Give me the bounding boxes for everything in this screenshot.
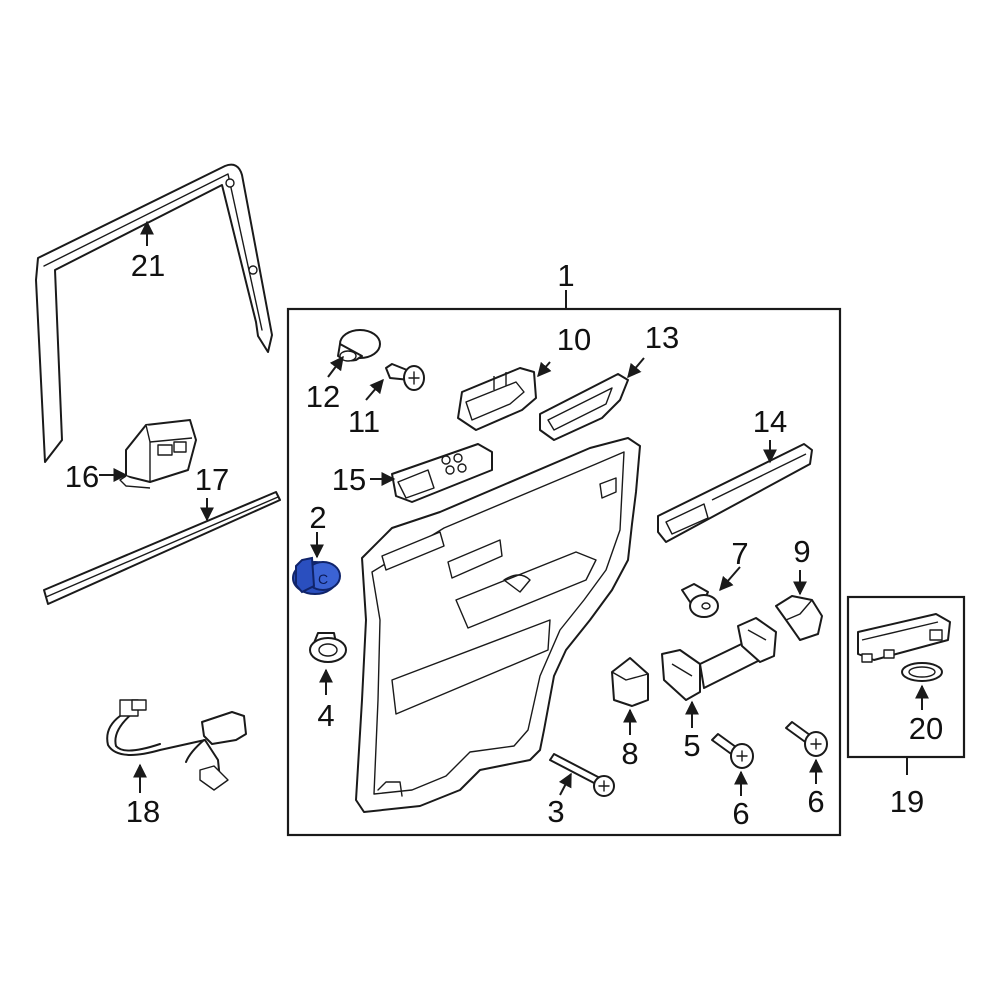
leader-3 [558, 772, 572, 796]
door-trim-panel[interactable] [355, 437, 641, 813]
leader-7 [719, 566, 741, 592]
callout-5[interactable]: 5 [683, 728, 700, 763]
part-4-push-clip[interactable] [309, 632, 347, 663]
callout-20[interactable]: 20 [909, 711, 943, 746]
part-14-trim-strip[interactable] [657, 443, 813, 543]
part-9-end-cap[interactable] [775, 595, 823, 641]
part-21-window-seal[interactable] [35, 163, 273, 463]
part-17-belt-molding[interactable] [43, 491, 281, 605]
callout-21[interactable]: 21 [131, 248, 165, 283]
callout-labels: 1 2 3 4 5 6 6 7 8 9 10 11 12 13 14 15 16… [65, 248, 943, 831]
callout-4[interactable]: 4 [317, 698, 334, 733]
part-11-screw[interactable] [385, 363, 425, 391]
leader-10 [537, 361, 552, 378]
part-19-handle-kit[interactable] [857, 613, 951, 663]
callout-12[interactable]: 12 [306, 379, 340, 414]
callout-1[interactable]: 1 [557, 258, 574, 293]
part-6-screw-left[interactable] [711, 733, 754, 769]
callout-17[interactable]: 17 [195, 462, 229, 497]
callout-2[interactable]: 2 [309, 500, 326, 535]
callout-19[interactable]: 19 [890, 784, 924, 819]
callout-6-right[interactable]: 6 [807, 784, 824, 819]
callout-14[interactable]: 14 [753, 404, 787, 439]
callout-3[interactable]: 3 [547, 794, 564, 829]
part-15-switch-panel[interactable] [391, 443, 493, 503]
callout-16[interactable]: 16 [65, 459, 99, 494]
callout-9[interactable]: 9 [793, 534, 810, 569]
leader-11 [365, 378, 384, 401]
part-16-window-switch[interactable] [119, 419, 197, 489]
part-3-bolt[interactable] [549, 753, 615, 797]
part-10-handle-bezel[interactable] [457, 367, 537, 431]
svg-text:C: C [318, 571, 328, 587]
callout-15[interactable]: 15 [332, 462, 366, 497]
callout-7[interactable]: 7 [731, 536, 748, 571]
leader-13 [627, 357, 645, 379]
part-18-wiring-harness[interactable] [106, 699, 247, 791]
part-13-pull-handle-cover[interactable] [539, 373, 629, 441]
part-20-gasket[interactable] [901, 662, 943, 682]
part-8-cover[interactable] [611, 657, 649, 707]
leader-12 [327, 355, 344, 378]
callout-6-left[interactable]: 6 [732, 796, 749, 831]
part-5-pull-handle-bracket[interactable] [661, 617, 777, 701]
callout-10[interactable]: 10 [557, 322, 591, 357]
callout-11[interactable]: 11 [348, 404, 380, 439]
part-6-screw-right[interactable] [785, 721, 828, 757]
part-12-trim-cap[interactable] [337, 329, 381, 362]
callout-8[interactable]: 8 [621, 736, 638, 771]
part-7-clip[interactable] [681, 583, 719, 618]
callout-13[interactable]: 13 [645, 320, 679, 355]
callout-18[interactable]: 18 [126, 794, 160, 829]
part-2-clip-highlighted[interactable]: C [292, 556, 341, 595]
door-trim-assembly-box [286, 307, 842, 837]
